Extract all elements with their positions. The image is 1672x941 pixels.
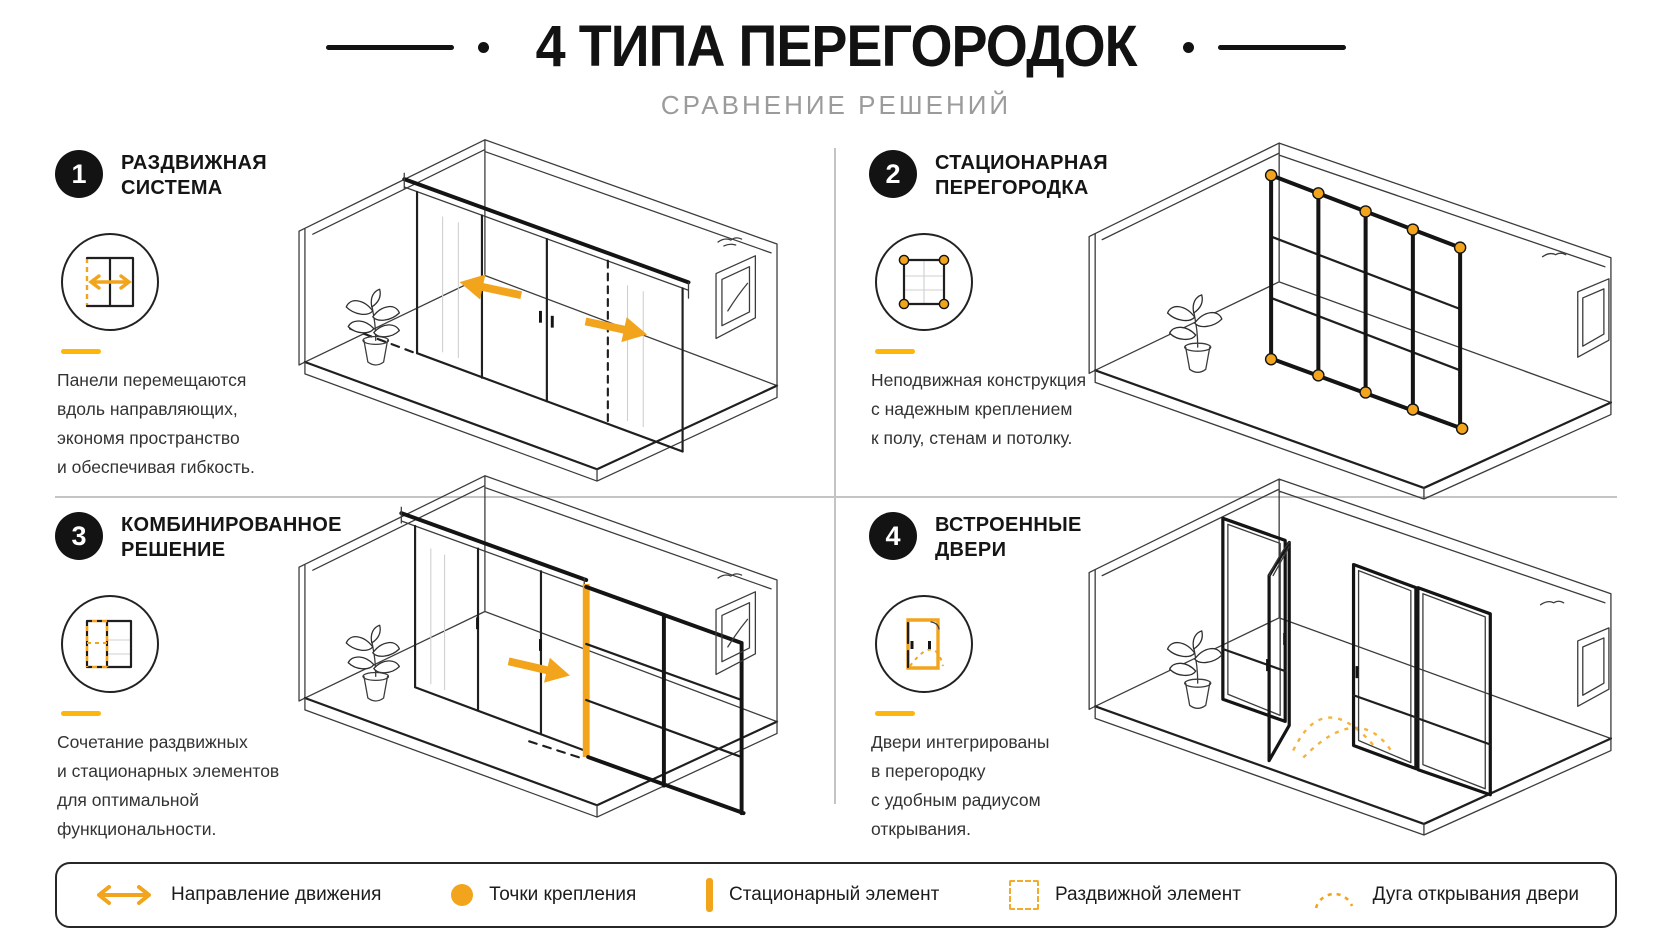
arrow-right-icon [507,657,570,683]
legend-label: Раздвижной элемент [1055,884,1241,905]
page-subtitle: СРАВНЕНИЕ РЕШЕНИЙ [660,90,1012,120]
legend-item-stationary: Стационарный элемент [706,878,939,912]
quadrant-2-title: СТАЦИОНАРНАЯ ПЕРЕГОРОДКА [935,152,1108,199]
legend-bar: Направление движения Точки крепления Ста… [55,862,1617,928]
quadrant-4-description: Двери интегрированы в перегородку с удоб… [871,732,1050,839]
sliding-panels-icon [61,233,159,331]
legend-label: Дуга открывания двери [1372,884,1579,905]
quadrant-1-info: 1 РАЗДВИЖНАЯ СИСТЕМА Панели перемещаются… [55,150,335,482]
quadrant-3-header: 3 КОМБИНИРОВАННОЕ РЕШЕНИЕ [55,512,342,563]
plant-illustration [345,288,400,366]
door-swing-arc [1292,716,1393,759]
number-badge-4: 4 [869,512,917,560]
picture-frame [1577,627,1610,707]
fixed-partition-icon [875,233,973,331]
legend-item-direction: Направление движения [93,882,381,908]
wall-mark [717,237,743,247]
quadrant-4-header: 4 ВСТРОЕННЫЕ ДВЕРИ [869,512,1149,563]
legend-item-door-arc: Дуга открывания двери [1311,881,1579,909]
legend-item-sliding: Раздвижной элемент [1009,880,1241,910]
title-decor-line-left [325,44,454,50]
plant-illustration [1166,294,1223,373]
picture-frame [715,255,757,340]
picture-frame [715,591,757,676]
room-illustration-stationary-partition [1088,142,1613,500]
horizontal-divider [55,496,1617,498]
picture-frame [1577,278,1610,358]
accent-underline [61,711,101,716]
number-badge-3: 3 [55,512,103,560]
quadrant-1-description: Панели перемещаются вдоль направляющих, … [57,370,255,477]
title-decor-dot-left [477,41,489,53]
plant-illustration [1166,630,1223,709]
plant-illustration [345,624,400,702]
number-badge-1: 1 [55,150,103,198]
room-illustration-built-in-doors [1088,478,1613,836]
title-decor-dot-right [1183,41,1195,53]
quadrant-4-info: 4 ВСТРОЕННЫЕ ДВЕРИ Двери интегрированы в… [869,512,1149,844]
combined-partition-icon [61,595,159,693]
number-badge-2: 2 [869,150,917,198]
wall-mark [1539,600,1565,606]
wall-mark [1541,252,1567,258]
vertical-divider [834,148,836,804]
legend-label: Точки крепления [489,884,637,905]
legend-item-attachment-points: Точки крепления [451,884,636,906]
quadrant-2-description: Неподвижная конструкция с надежным крепл… [871,370,1087,448]
quadrant-2-info: 2 СТАЦИОНАРНАЯ ПЕРЕГОРОДКА Неподвижная к… [869,150,1149,453]
quadrant-1-title: РАЗДВИЖНАЯ СИСТЕМА [121,152,267,199]
accent-underline [875,711,915,716]
wall-mark [717,573,743,579]
quadrant-3-description: Сочетание раздвижных и стационарных элем… [57,732,280,839]
door-arc-icon [1314,892,1353,909]
accent-underline [61,349,101,354]
page-title: 4 ТИПА ПЕРЕГОРОДОК [535,14,1137,79]
arrow-left-icon [459,274,523,300]
direction-arrow-icon [97,885,151,905]
attachment-point-icon [451,884,474,906]
legend-label: Стационарный элемент [729,884,940,905]
quadrant-3-info: 3 КОМБИНИРОВАННОЕ РЕШЕНИЕ Сочетание разд… [55,512,342,844]
quadrant-2-header: 2 СТАЦИОНАРНАЯ ПЕРЕГОРОДКА [869,150,1149,201]
quadrant-4-title: ВСТРОЕННЫЕ ДВЕРИ [935,514,1082,561]
accent-underline [875,349,915,354]
quadrant-3-title: КОМБИНИРОВАННОЕ РЕШЕНИЕ [121,514,342,561]
header: 4 ТИПА ПЕРЕГОРОДОК [0,18,1672,76]
sliding-element-icon [1009,880,1039,910]
quadrant-1-header: 1 РАЗДВИЖНАЯ СИСТЕМА [55,150,335,201]
stationary-element-icon [706,878,714,912]
arrow-right-icon [584,317,648,343]
legend-label: Направление движения [171,884,382,905]
room-illustration-combined-solution [298,475,779,818]
title-decor-line-right [1218,44,1347,50]
room-illustration-sliding-system [298,139,779,482]
built-in-door-icon [875,595,973,693]
